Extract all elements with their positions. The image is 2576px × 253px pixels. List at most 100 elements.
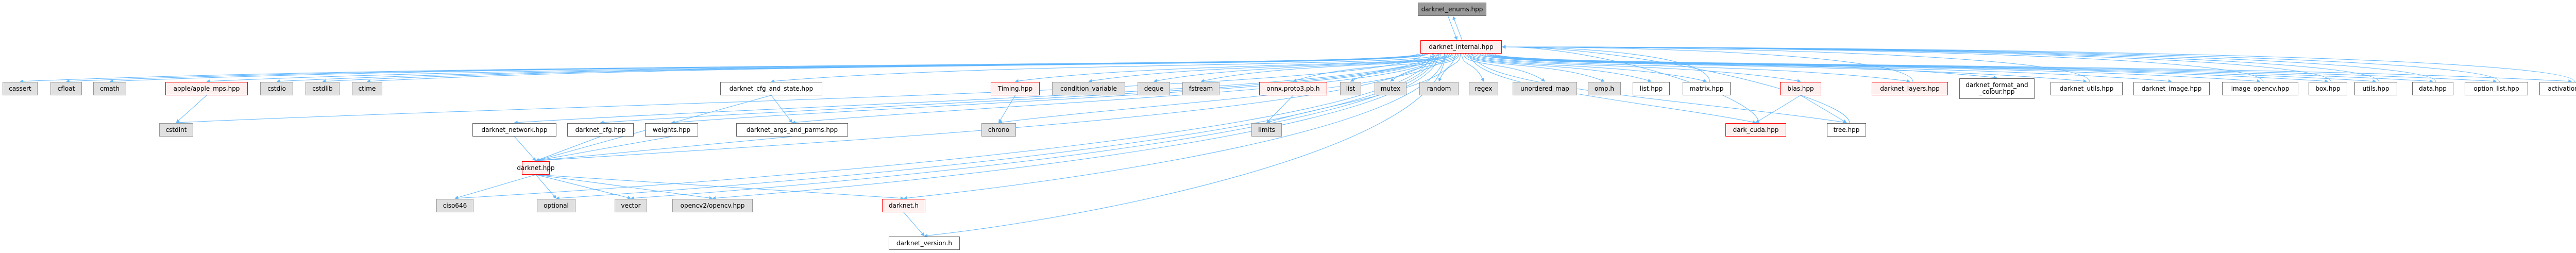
edge-internal-to-blas	[1471, 53, 1801, 83]
node-darknet-cfg-and-state-hpp[interactable]: darknet_cfg_and_state.hpp	[720, 82, 822, 95]
node-cfloat[interactable]: cfloat	[50, 82, 82, 95]
edge-internal-to-list	[1350, 53, 1459, 82]
edge-timing-to-chrono	[998, 95, 1015, 123]
edge-internal-to-deque	[1153, 53, 1452, 83]
edge-internal-to-cfloat	[65, 53, 1420, 83]
node-activations-hpp[interactable]: activations.hpp	[2539, 82, 2576, 95]
node-darknet-h[interactable]: darknet.h	[882, 199, 925, 212]
edge-darknethpp-to-darkneth	[535, 174, 904, 200]
edge-internal-to-onnx	[1293, 53, 1456, 82]
edge-box-to-internal	[1502, 45, 2331, 82]
node-data-hpp[interactable]: data.hpp	[2412, 82, 2453, 95]
edge-darknethpp-to-vector	[535, 174, 632, 199]
edge-layers-to-internal	[1502, 45, 1913, 82]
node-mutex[interactable]: mutex	[1375, 82, 1406, 95]
node-opencv2-opencv-hpp[interactable]: opencv2/opencv.hpp	[672, 199, 753, 212]
node-cstdio[interactable]: cstdio	[260, 82, 293, 95]
node-ctime[interactable]: ctime	[352, 82, 382, 95]
edge-internal-to-cmath	[109, 53, 1421, 83]
node-ciso646[interactable]: ciso646	[436, 199, 473, 212]
edge-internal-to-listhpp	[1466, 53, 1652, 82]
node-box-hpp[interactable]: box.hpp	[2309, 82, 2347, 95]
edge-internal-to-cfgstate	[771, 53, 1441, 83]
edge-internal-to-enums	[1452, 16, 1463, 41]
node-apple-apple-mps-hpp[interactable]: apple/apple_mps.hpp	[165, 82, 248, 95]
node-utils-hpp[interactable]: utils.hpp	[2354, 82, 2397, 95]
node-darknet-enums-hpp[interactable]: darknet_enums.hpp	[1418, 3, 1486, 16]
node-cstdint[interactable]: cstdint	[159, 123, 193, 137]
edge-internal-to-data	[1490, 53, 2433, 83]
node-darknet-hpp[interactable]: darknet.hpp	[517, 161, 555, 175]
node-darknet-utils-hpp[interactable]: darknet_utils.hpp	[2050, 82, 2123, 95]
node-deque[interactable]: deque	[1138, 82, 1170, 95]
edge-utils-to-internal	[1502, 45, 2379, 82]
node-darknet-internal-hpp[interactable]: darknet_internal.hpp	[1420, 40, 1502, 54]
edge-cfgstate-to-argsparms	[771, 95, 792, 123]
node-list-hpp[interactable]: list.hpp	[1633, 82, 1670, 95]
node-regex[interactable]: regex	[1469, 82, 1498, 95]
node-darknet-format-and-colour-hpp[interactable]: darknet_format_and _colour.hpp	[1959, 78, 2035, 99]
node-weights-hpp[interactable]: weights.hpp	[645, 123, 698, 137]
edge-internal-to-umap	[1463, 53, 1546, 82]
edge-internal-to-mutex	[1390, 53, 1460, 82]
node-darknet-cfg-hpp[interactable]: darknet_cfg.hpp	[567, 123, 634, 137]
edge-darknethpp-to-optional	[535, 174, 556, 199]
edge-network-to-darknethpp	[514, 136, 536, 161]
node-dark-cuda-hpp[interactable]: dark_cuda.hpp	[1725, 123, 1786, 137]
edge-blas-to-darkcuda	[1755, 95, 1801, 123]
node-omp-h[interactable]: omp.h	[1588, 82, 1621, 95]
edge-internal-to-box	[1486, 53, 2329, 83]
node-tree-hpp[interactable]: tree.hpp	[1827, 123, 1866, 137]
node-unordered-map[interactable]: unordered_map	[1513, 82, 1577, 95]
node-timing-hpp[interactable]: Timing.hpp	[991, 82, 1040, 95]
node-option-list-hpp[interactable]: option_list.hpp	[2465, 82, 2528, 95]
edge-darknethpp-to-ciso646	[454, 174, 536, 199]
edge-argsparms-to-darknethpp	[535, 136, 792, 162]
node-cmath[interactable]: cmath	[93, 82, 126, 95]
node-limits[interactable]: limits	[1251, 123, 1282, 137]
edge-imgcv-to-internal	[1502, 45, 2264, 82]
node-onnx-proto3-pb-h[interactable]: onnx.proto3.pb.h	[1259, 82, 1327, 95]
edge-apple-to-cstdint	[176, 95, 207, 123]
node-random[interactable]: random	[1419, 82, 1459, 95]
node-chrono[interactable]: chrono	[981, 123, 1016, 137]
edge-weights-to-darknethpp	[535, 136, 672, 162]
edge-internal-to-matrix	[1468, 53, 1707, 82]
edge-enums-to-internal	[1448, 15, 1458, 40]
edge-internal-to-version	[924, 53, 1446, 238]
edge-internal-to-image	[1482, 53, 2172, 83]
node-darknet-layers-hpp[interactable]: darknet_layers.hpp	[1872, 82, 1948, 95]
edge-internal-to-darknethpp	[535, 53, 1434, 163]
edge-internal-to-imgcv	[1485, 53, 2261, 83]
node-darknet-version-h[interactable]: darknet_version.h	[889, 237, 960, 250]
node-fstream[interactable]: fstream	[1182, 82, 1219, 95]
node-darknet-network-hpp[interactable]: darknet_network.hpp	[472, 123, 556, 137]
edge-cfg-to-darknethpp	[535, 136, 601, 162]
node-cassert[interactable]: cassert	[3, 82, 38, 95]
edge-internal-to-optlist	[1492, 53, 2497, 83]
node-condition-variable[interactable]: condition_variable	[1052, 82, 1125, 95]
edge-internal-to-cstdlib	[322, 53, 1428, 83]
node-list[interactable]: list	[1340, 82, 1361, 95]
edge-blas-to-tree	[1800, 95, 1847, 123]
edge-internal-to-timing	[1014, 53, 1448, 83]
edge-internal-to-random	[1438, 53, 1461, 82]
edge-internal-to-condvar	[1088, 53, 1450, 83]
edge-darkneth-to-version	[903, 212, 925, 237]
node-vector[interactable]: vector	[615, 199, 647, 212]
node-darknet-image-hpp[interactable]: darknet_image.hpp	[2133, 82, 2210, 95]
edge-internal-to-utilsd	[1479, 53, 2087, 83]
edge-internal-to-omp	[1465, 53, 1605, 82]
node-blas-hpp[interactable]: blas.hpp	[1780, 82, 1821, 95]
edge-internal-to-utils	[1488, 53, 2377, 83]
node-image-opencv-hpp[interactable]: image_opencv.hpp	[2222, 82, 2298, 95]
node-optional[interactable]: optional	[537, 199, 575, 212]
edge-internal-to-formatcolour	[1477, 53, 1997, 79]
node-cstdlib[interactable]: cstdlib	[306, 82, 340, 95]
node-darknet-args-and-parms-hpp[interactable]: darknet_args_and_parms.hpp	[736, 123, 848, 137]
edge-matrix-to-internal	[1502, 45, 1710, 82]
edge-internal-to-fstream	[1200, 53, 1454, 83]
node-matrix-hpp[interactable]: matrix.hpp	[1683, 82, 1731, 95]
